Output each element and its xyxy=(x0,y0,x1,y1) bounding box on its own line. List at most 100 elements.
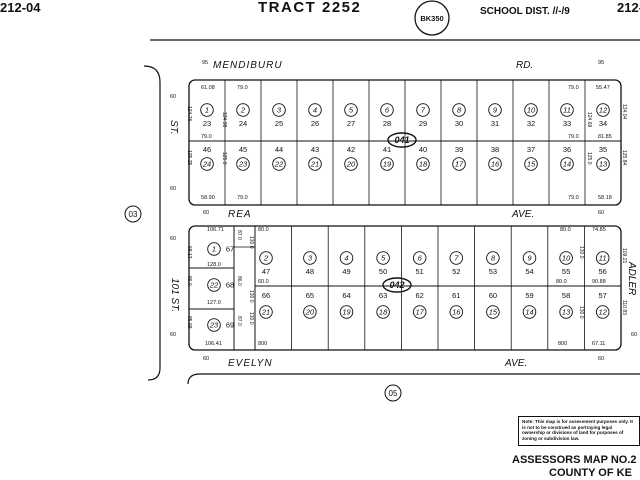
parcel-number: 5 xyxy=(381,254,386,263)
dim: 79.0 xyxy=(568,85,579,91)
parcel-number: 14 xyxy=(563,160,571,169)
lot-number: 44 xyxy=(275,145,283,154)
parcel-number: 12 xyxy=(599,308,608,317)
lot-number: 29 xyxy=(419,119,427,128)
parcel-circle xyxy=(259,251,273,265)
lot-number: 65 xyxy=(306,291,314,300)
street-evelyn-suffix: AVE. xyxy=(504,358,527,369)
parcel-circle xyxy=(486,251,500,265)
lot-number: 48 xyxy=(306,267,314,276)
dim: 79.0 xyxy=(568,134,579,140)
lot: 14 59 xyxy=(522,291,537,319)
lot-number: 24 xyxy=(239,119,247,128)
block-041-dimensions: 61.08 79.0 124.76 124.98 79.0 79.0 55.47… xyxy=(186,85,627,201)
parcel-number: 1 xyxy=(212,245,216,254)
parcel-number: 16 xyxy=(452,308,461,317)
dim: 800 xyxy=(558,341,567,347)
parcel-number: 7 xyxy=(454,254,459,263)
dim: 55.47 xyxy=(596,85,610,91)
dim: 79.0 xyxy=(201,134,212,140)
lot: 628 xyxy=(380,103,394,128)
parcel-circle xyxy=(303,251,317,265)
parcel-circle xyxy=(207,242,221,256)
lot-number: 59 xyxy=(525,291,533,300)
dim: 74.85 xyxy=(592,227,606,233)
parcel-circle xyxy=(596,157,610,171)
parcel-number: 19 xyxy=(383,160,392,169)
lot-number: 46 xyxy=(203,145,211,154)
parcel-circle xyxy=(272,157,286,171)
dim: 130.0 xyxy=(578,246,584,259)
street-mendiburu-suffix: RD. xyxy=(516,60,533,71)
parcel-number: 7 xyxy=(421,106,426,115)
parcel-circle xyxy=(207,318,221,332)
parcel-circle xyxy=(560,103,574,117)
parcel-number: 11 xyxy=(563,106,571,115)
block-042-lots: 2473484495506517528539541055115621662065… xyxy=(259,251,610,319)
parcel-number: 2 xyxy=(263,254,269,263)
dim: 58.90 xyxy=(201,195,215,201)
parcel-circle xyxy=(344,157,358,171)
parcel-circle xyxy=(416,103,430,117)
lot-number: 25 xyxy=(275,119,283,128)
lot: 14 36 xyxy=(560,145,574,171)
street-width-60g: 60 xyxy=(170,236,176,242)
parcel-number: 6 xyxy=(385,106,390,115)
map-page-south: 05 xyxy=(384,384,402,402)
dim: 124.04 xyxy=(621,104,627,120)
parcel-number: 17 xyxy=(416,308,425,317)
street-width-60c: 60 xyxy=(203,356,209,362)
lot-number: 61 xyxy=(452,291,460,300)
lot-number: 57 xyxy=(599,291,607,300)
tract-title: TRACT 2252 xyxy=(258,0,361,16)
lot: 449 xyxy=(339,251,354,276)
lot: 348 xyxy=(303,251,317,276)
lot-number: 30 xyxy=(455,119,463,128)
street-west-top: ST. xyxy=(168,120,179,135)
lot: 931 xyxy=(488,103,502,128)
block-041-lots: 1232243254265276287298309311032113312342… xyxy=(200,103,610,171)
dim: 80.0 xyxy=(258,227,269,233)
lot-number: 55 xyxy=(562,267,570,276)
parcel-circle xyxy=(236,157,250,171)
lot-number: 66 xyxy=(262,291,270,300)
parcel-circle xyxy=(452,103,466,117)
dim: 125.0 xyxy=(586,152,592,165)
dim: 67.11 xyxy=(592,341,605,347)
block-041-lot-lines xyxy=(224,80,586,205)
street-adler: ADLER xyxy=(626,261,637,295)
dim: 60.0 xyxy=(258,279,269,285)
map-page-west-label: 03 xyxy=(129,210,138,219)
lot: 123 xyxy=(200,103,214,128)
book-stamp: BK350 xyxy=(414,0,450,36)
block-042-label: 042 xyxy=(389,280,404,290)
dim: 130.0 xyxy=(248,236,254,249)
lot-number: 36 xyxy=(563,145,571,154)
parcel-number: 22 xyxy=(209,281,219,290)
parcel-circle xyxy=(522,251,537,265)
street-rea-suffix: AVE. xyxy=(511,209,534,220)
lot-number: 40 xyxy=(419,145,427,154)
parcel-number: 3 xyxy=(308,254,313,263)
parcel-circle xyxy=(488,157,502,171)
map-code-left: 212-04 xyxy=(0,0,41,15)
dim: 81.85 xyxy=(598,134,612,140)
parcel-number: 13 xyxy=(562,308,571,317)
parcel-circle xyxy=(560,157,574,171)
street-width-60f: 60 xyxy=(170,186,176,192)
dim: 128.0 xyxy=(207,262,221,268)
parcel-number: 14 xyxy=(525,308,533,317)
parcel-circle xyxy=(595,305,610,319)
parcel-number: 11 xyxy=(599,254,607,263)
dim: 125.84 xyxy=(621,150,627,166)
